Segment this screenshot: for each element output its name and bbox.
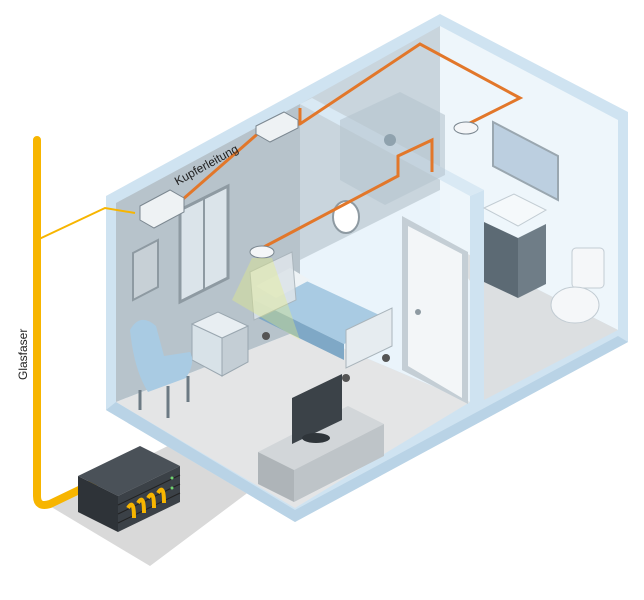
tv	[292, 374, 342, 444]
clock-icon	[332, 200, 360, 234]
access-point-light-cone	[232, 258, 300, 340]
floor-edge	[106, 402, 295, 522]
toilet-tank	[571, 247, 605, 289]
bed-base	[254, 300, 344, 360]
network-rack	[78, 446, 181, 532]
door-handle-icon	[415, 309, 421, 315]
bed-headboard	[249, 251, 297, 321]
sink-cabinet	[484, 222, 518, 298]
bed-footboard	[345, 307, 393, 369]
sink-cabinet-side	[518, 224, 546, 298]
fiber-cable	[33, 136, 104, 509]
access-point-patient-room	[249, 245, 275, 259]
shower-head-icon	[384, 134, 396, 146]
door[interactable]	[408, 226, 462, 398]
access-point-hallway	[255, 111, 299, 143]
shower-glass	[340, 92, 445, 205]
fiber-patch-cable	[36, 206, 136, 241]
access-point-bathroom	[453, 121, 479, 135]
floor-edge-right	[295, 336, 628, 522]
mirror	[492, 120, 559, 202]
wall-picture	[132, 238, 159, 302]
toilet-bowl	[550, 286, 600, 324]
switch-device	[139, 189, 185, 229]
sink	[482, 193, 548, 227]
partition-wall	[470, 190, 484, 408]
armchair	[130, 319, 193, 392]
copper-cable	[181, 42, 524, 250]
fiber-cable-label: Glasfaser	[16, 328, 30, 380]
